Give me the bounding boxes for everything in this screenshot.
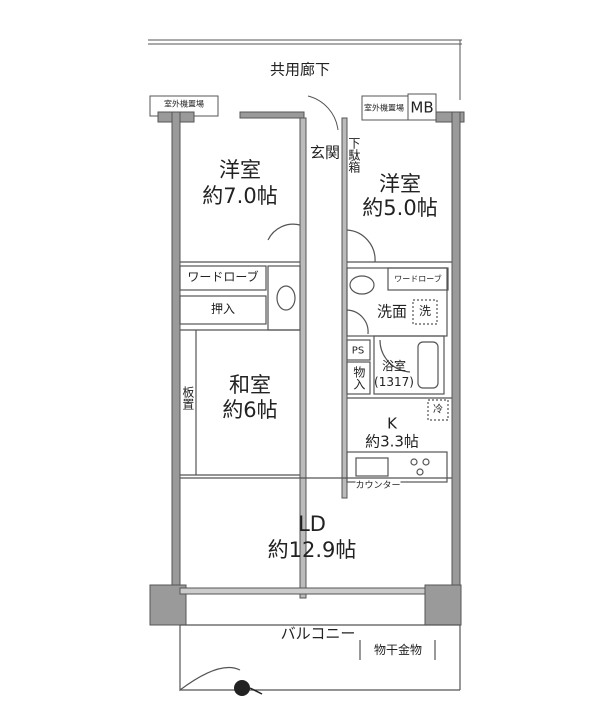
corridor-label: 共用廊下 <box>269 60 331 79</box>
wardrobe-right-label: ワードローブ <box>394 274 442 284</box>
board-floor-label: 板置 <box>180 386 195 410</box>
bathroom-size: (1317) <box>374 375 414 390</box>
storage-label: 物入 <box>351 366 366 390</box>
shoe-box-label: 下駄箱 <box>346 137 361 173</box>
japanese-room-name: 和室 <box>229 372 271 397</box>
washer-label: 洗 <box>418 304 432 319</box>
ps-label: PS <box>351 345 365 357</box>
western-room-1-size: 約7.0帖 <box>202 183 278 208</box>
closet <box>179 295 267 325</box>
meter-box <box>407 93 437 121</box>
toilet-bowl <box>276 285 296 311</box>
balcony-curve <box>179 625 241 692</box>
washer-space <box>412 299 438 325</box>
entrance-label: 玄関 <box>309 143 341 162</box>
wardrobe-left-label: ワードローブ <box>187 270 259 285</box>
bathroom <box>373 335 445 395</box>
bathroom-name: 浴室 <box>381 359 407 374</box>
fridge-label: 冷 <box>433 404 443 416</box>
western-room-2-name: 洋室 <box>379 171 421 196</box>
outdoor-unit-right-label: 室外機置場 <box>364 103 404 113</box>
western-room-2-size: 約5.0帖 <box>362 195 438 220</box>
walls <box>149 111 465 626</box>
compass-icon <box>234 680 263 696</box>
entrance-door-swing <box>307 95 339 131</box>
outdoor-unit-left-label: 室外機置場 <box>164 99 204 109</box>
drying-rack-label: 物干金物 <box>373 643 423 658</box>
kitchen-size: 約3.3帖 <box>365 432 419 451</box>
bathtub <box>417 341 439 389</box>
living-dining-size: 約12.9帖 <box>267 537 357 562</box>
kitchen-name: K <box>387 414 397 433</box>
washroom-label: 洗面 <box>376 302 408 321</box>
fridge-space <box>427 399 449 421</box>
living-dining-name: LD <box>298 511 326 536</box>
western-room-1-name: 洋室 <box>219 157 261 182</box>
closet-label: 押入 <box>210 302 236 317</box>
balcony-label: バルコニー <box>280 624 356 643</box>
counter-label: カウンター <box>355 480 401 492</box>
wardrobe-left <box>179 265 267 291</box>
japanese-room-size: 約6帖 <box>222 397 278 422</box>
wash-basin <box>349 275 375 295</box>
meter-box-label: MB <box>410 98 434 117</box>
